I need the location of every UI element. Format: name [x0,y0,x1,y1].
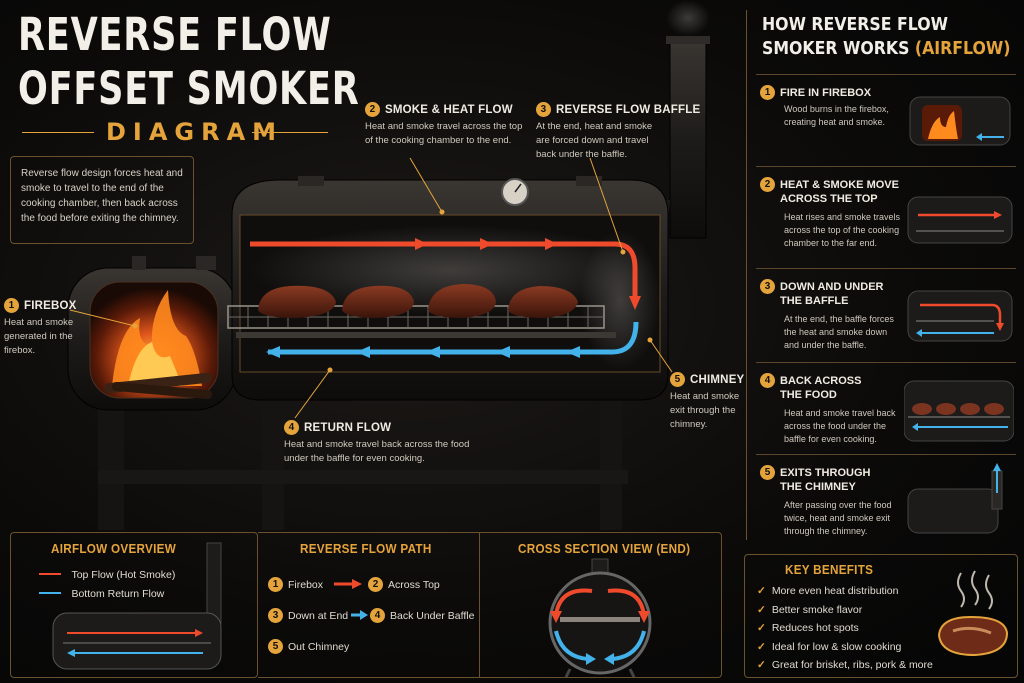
benefit-item: ✓Better smoke flavor [757,603,863,616]
smoker-leg [98,400,124,530]
flow-arrowhead [545,238,558,250]
benefit-item: ✓Great for brisket, ribs, pork & more [757,659,933,671]
cross-section-diagram [548,558,652,677]
smoker-leg [600,396,622,530]
blue-arrow-icon [39,592,61,594]
check-icon: ✓ [757,603,766,616]
red-arrow-icon [334,579,362,589]
benefits-list: ✓More even heat distribution ✓Better smo… [757,582,933,675]
thermometer-needle [514,183,522,193]
legend-return-flow: Bottom Return Flow [39,584,164,602]
firebox-handle [132,256,146,270]
check-icon: ✓ [757,585,766,597]
callout-leaders [69,157,673,419]
flow-arrowhead [415,238,428,250]
fire-core [128,342,182,386]
fire-flames [112,290,202,386]
baffle-plate [236,332,616,338]
blue-arrow-icon [351,610,368,620]
step-3-baffle-thumbnail [907,290,1013,342]
flow-arrowhead [629,296,641,310]
firewood-log [112,381,212,400]
how-it-works-panel [746,10,1018,540]
intro-box: Reverse flow design forces heat and smok… [10,156,194,244]
airflow-mini-smoker [52,542,222,670]
legend-top-flow: Top Flow (Hot Smoke) [39,565,175,583]
steak-icon [937,570,1009,657]
cross-section-title: CROSS SECTION VIEW (END) [518,541,691,556]
subtitle-rule-left [22,132,94,133]
check-icon: ✓ [757,640,766,653]
chimney-stack [669,37,707,239]
flow-arrowhead [566,346,580,358]
lid-hinge [576,176,602,186]
step-2-top-flow-thumbnail [907,196,1013,244]
benefit-item: ✓Ideal for low & slow cooking [757,640,902,653]
main-title-line1: REVERSE FLOW [18,8,332,61]
check-icon: ✓ [757,659,766,671]
flow-arrowhead [266,346,280,358]
chimney-cap [666,36,710,44]
bottom-return-flow-arrow [268,321,639,355]
top-hot-flow-arrow [250,241,638,300]
firebox-latch [196,256,216,270]
brisket-meat [258,285,336,318]
red-arrow-icon [39,573,61,575]
flow-arrowhead [480,238,493,250]
subtitle: DIAGRAM [106,118,284,146]
key-benefits-title: KEY BENEFITS [785,562,874,577]
reverse-flow-path-title: REVERSE FLOW PATH [300,541,432,556]
how-it-works-title: HOW REVERSE FLOW SMOKER WORKS (AIRFLOW) [762,15,1011,59]
smoker-shelf [98,470,628,484]
cross-section-panel: CROSS SECTION VIEW (END) [480,532,722,678]
key-benefits-panel: KEY BENEFITS ✓More even heat distributio… [744,554,1018,678]
benefit-item: ✓More even heat distribution [757,585,899,597]
flow-arrowhead [356,346,370,358]
check-icon: ✓ [757,622,766,634]
airflow-overview-panel: AIRFLOW OVERVIEW Top Flow (Hot Smoke) Bo… [10,532,258,678]
chimney-smoke [666,0,710,36]
main-title-line2: OFFSET SMOKER [18,62,360,115]
subtitle-rule-right [252,132,328,133]
smoker-leg [262,396,284,530]
airflow-overview-title: AIRFLOW OVERVIEW [51,541,177,556]
step-4-food-thumbnail [904,380,1014,442]
benefit-item: ✓Reduces hot spots [757,622,859,634]
step-5-chimney-thumbnail [907,463,1003,534]
flow-arrowhead [496,346,510,358]
flow-arrowhead [426,346,440,358]
brisket-meat [428,284,496,318]
brisket-meat [342,285,414,318]
lid-hinge [298,176,324,186]
brisket-meat [508,286,578,318]
step-1-firebox-thumbnail [909,96,1011,146]
